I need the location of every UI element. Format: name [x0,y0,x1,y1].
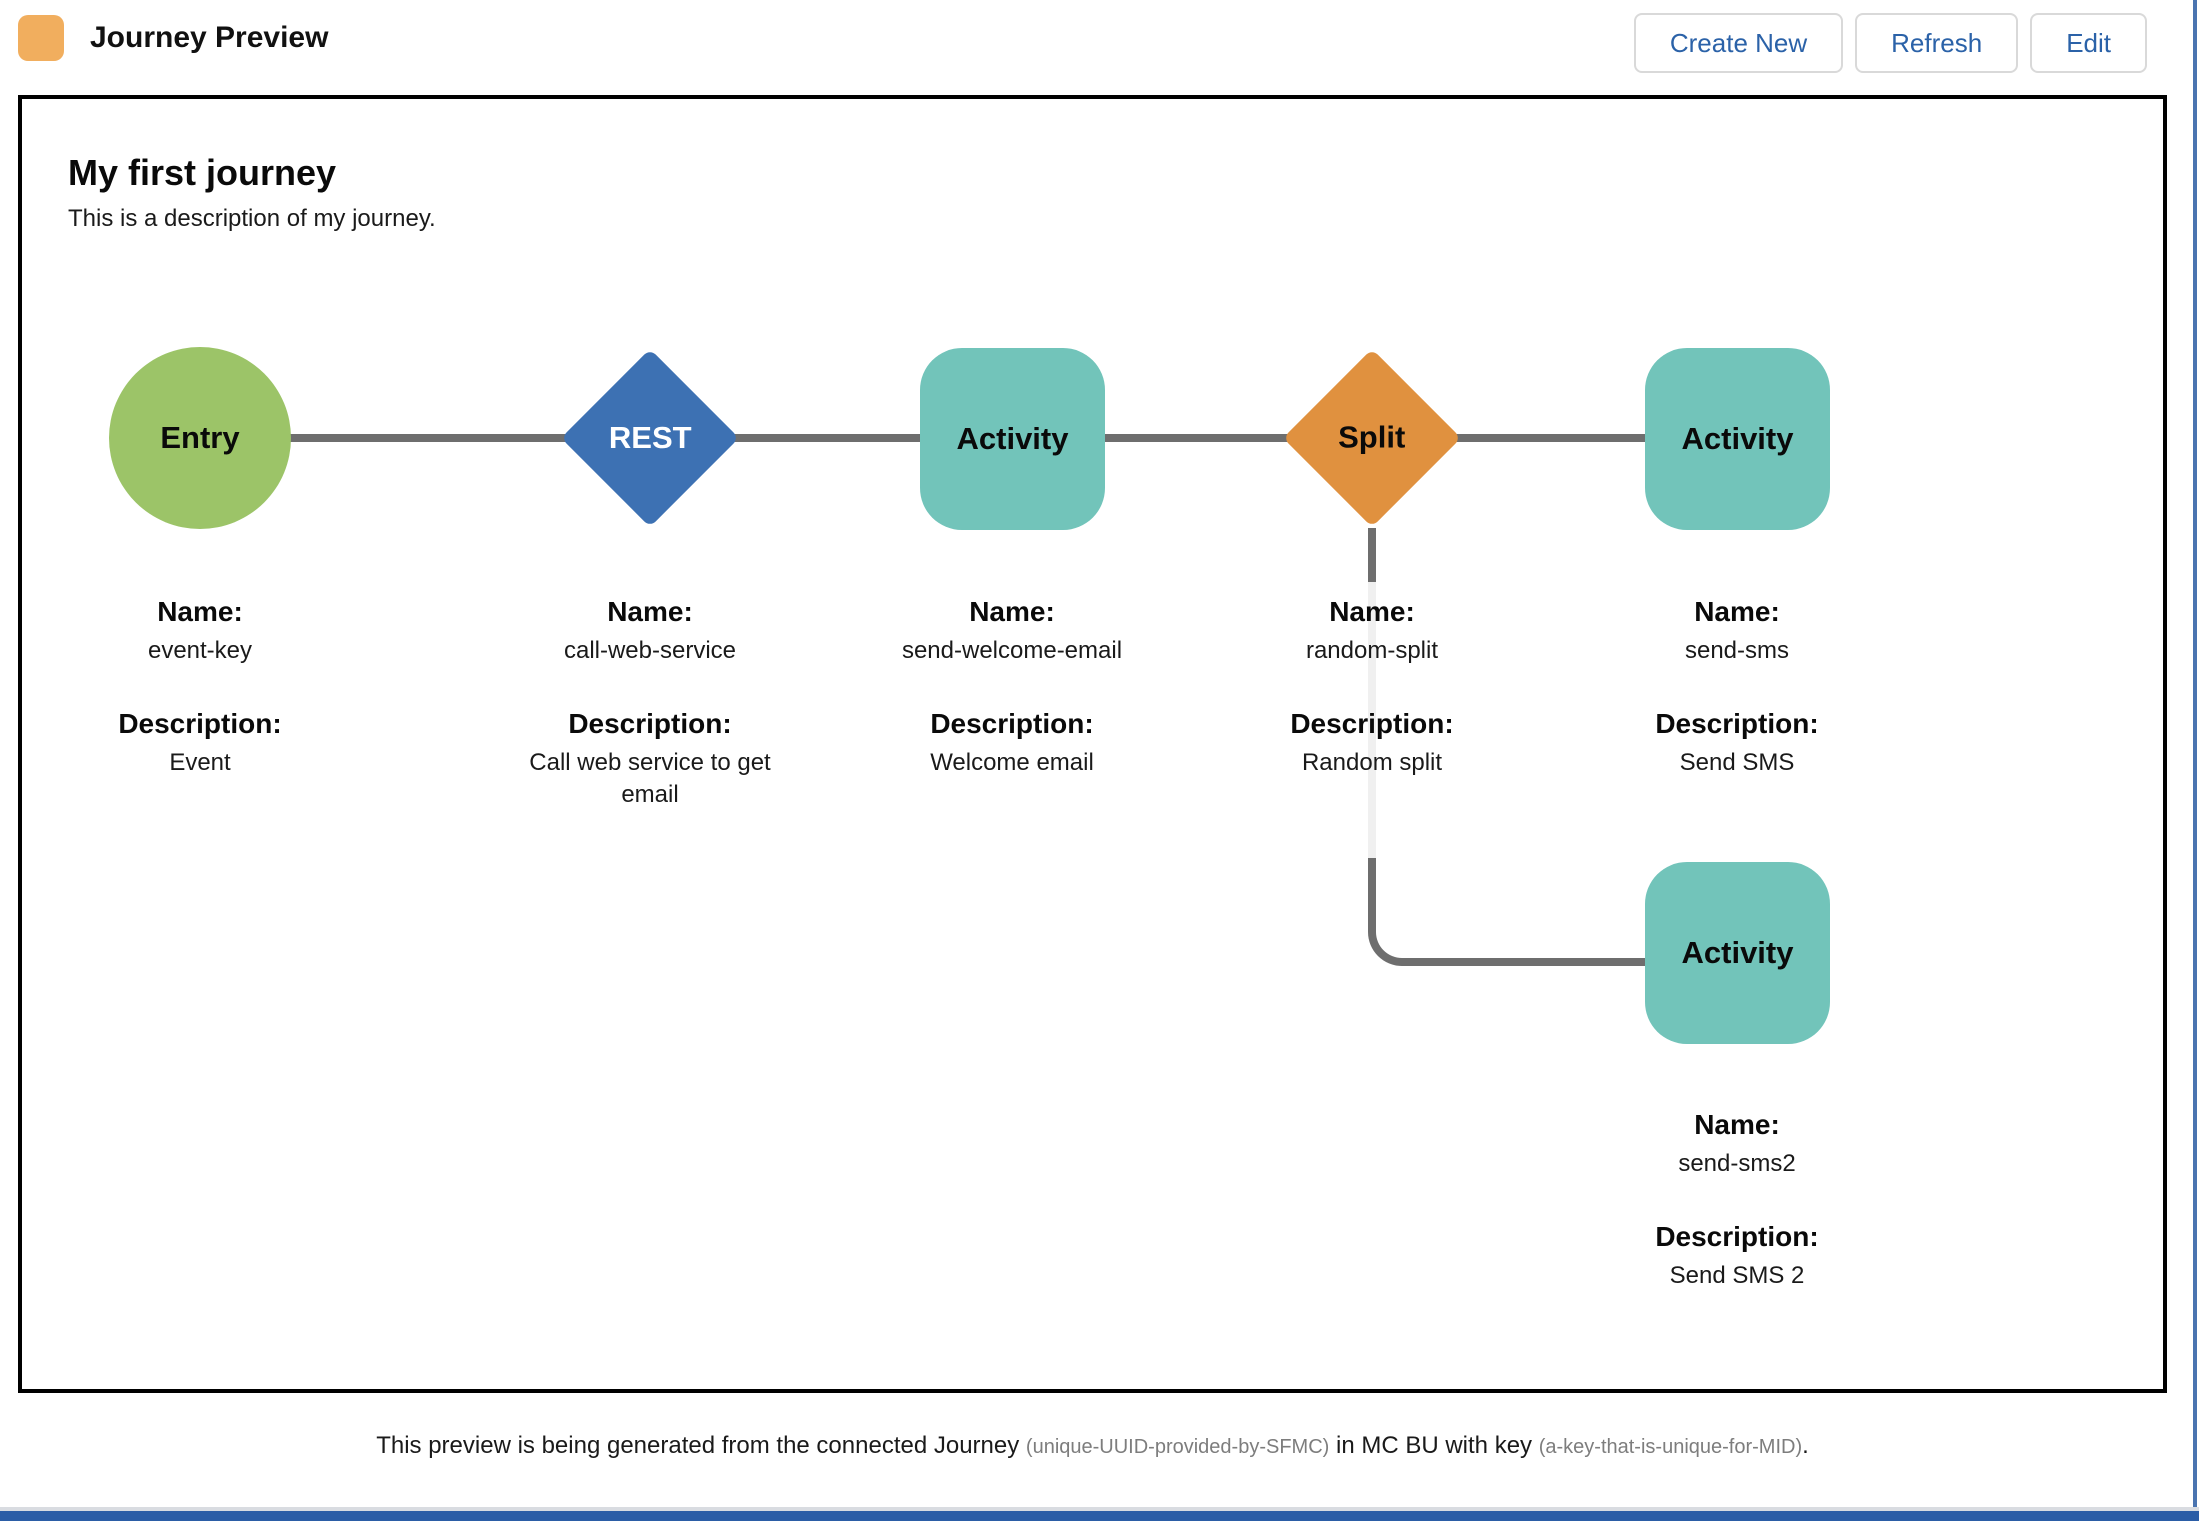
create-new-button[interactable]: Create New [1633,13,1844,73]
description-label: Description: [1655,708,1819,739]
node-entry: Entry [109,347,291,529]
name-label: Name: [157,596,243,627]
split-branch-connector-faint [1368,582,1376,860]
name-label: Name: [1694,596,1780,627]
description-value: Event [169,749,231,776]
window-bottom-hairline [0,1507,2199,1511]
refresh-button[interactable]: Refresh [1855,13,2019,73]
name-label: Name: [607,596,693,627]
name-value: send-welcome-email [901,637,1123,664]
node-rest-label: REST [608,420,692,455]
split-branch-elbow-connector [1368,858,1645,966]
node-rest-meta: Name: call-web-service Description: Call… [500,595,800,811]
node-activity1-meta: Name: send-welcome-email Description: We… [842,595,1182,779]
name-value: send-sms2 [1678,1150,1796,1177]
journey-description: This is a description of my journey. [68,205,436,232]
description-label: Description: [1290,708,1454,739]
window-right-border [2193,0,2197,1511]
description-label: Description: [930,708,1094,739]
description-value: Welcome email [930,749,1094,776]
description-value: Call web service to get email [529,749,771,808]
footer-key-text: (a-key-that-is-unique-for-MID) [1538,1436,1803,1458]
node-split-label: Split [1338,419,1406,455]
name-label: Name: [1329,596,1415,627]
footer-text: in MC BU with key [1336,1432,1533,1459]
journey-title: My first journey [68,152,337,193]
footer-period: . [1802,1432,1809,1459]
window-bottom-bar [0,1511,2199,1521]
app-logo-icon [18,15,64,61]
node-activity-send-sms2: Activity [1645,862,1830,1044]
description-value: Random split [1301,749,1443,776]
description-label: Description: [568,708,732,739]
footer-uuid-text: (unique-UUID-provided-by-SFMC) [1025,1436,1330,1458]
footer-text: This preview is being generated from the… [376,1432,1020,1459]
node-activity-label: Activity [1681,935,1794,970]
node-split-meta: Name: random-split Description: Random s… [1202,595,1542,779]
name-value: event-key [147,637,253,664]
app-title: Journey Preview [90,21,329,54]
node-activity-label: Activity [956,421,1069,456]
journey-canvas [18,95,2167,1393]
description-value: Send SMS [1679,749,1795,776]
node-activity-send-welcome-email: Activity [920,348,1105,530]
name-value: call-web-service [563,637,737,664]
node-activity3-meta: Name: send-sms2 Description: Send SMS 2 [1567,1108,1907,1292]
description-value: Send SMS 2 [1669,1262,1805,1289]
node-entry-meta: Name: event-key Description: Event [30,595,370,779]
name-label: Name: [1694,1109,1780,1140]
split-branch-connector-top [1368,528,1376,582]
name-value: send-sms [1684,637,1790,664]
name-label: Name: [969,596,1055,627]
node-activity2-meta: Name: send-sms Description: Send SMS [1567,595,1907,779]
name-value: random-split [1305,637,1439,664]
description-label: Description: [1655,1221,1819,1252]
description-label: Description: [118,708,282,739]
node-entry-label: Entry [160,420,240,455]
header-button-group: Create New Refresh Edit [1633,13,2147,73]
node-activity-label: Activity [1681,421,1794,456]
edit-button[interactable]: Edit [2030,13,2147,73]
preview-footer-note: This preview is being generated from the… [18,1432,2167,1460]
node-activity-send-sms: Activity [1645,348,1830,530]
